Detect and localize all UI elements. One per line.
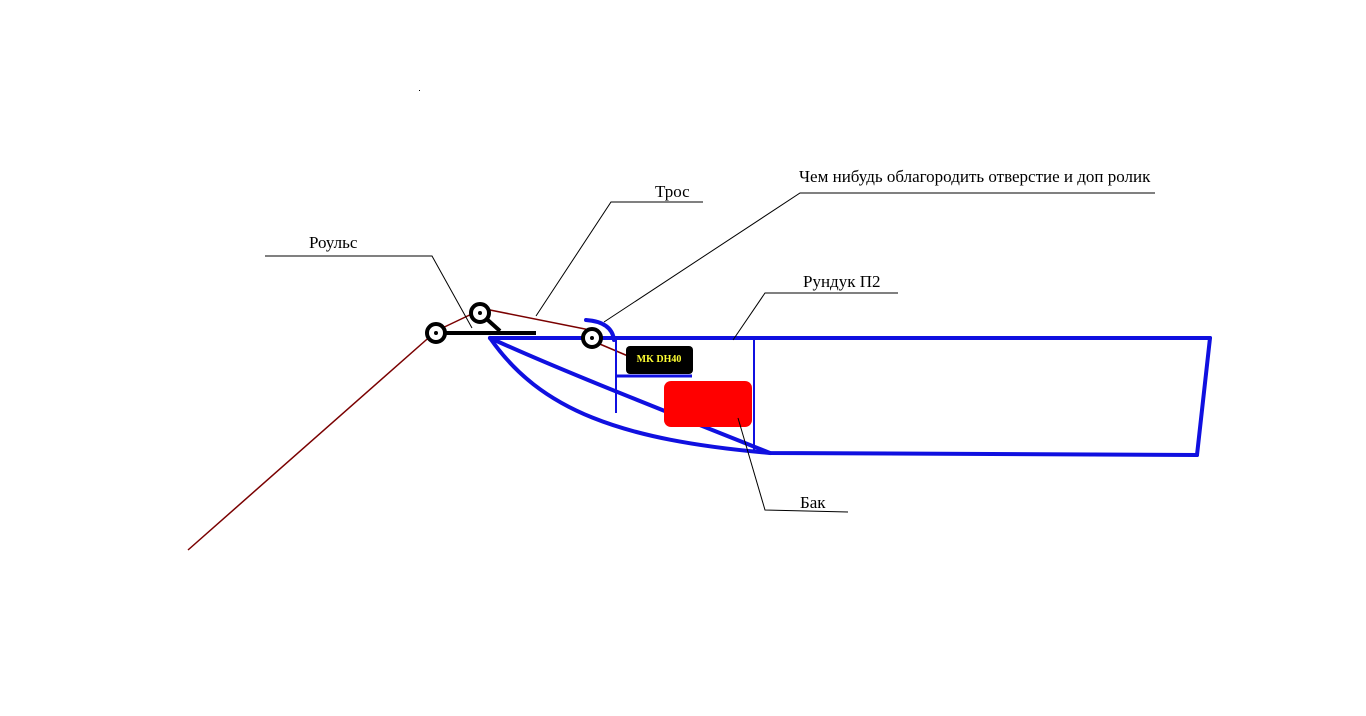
- transom-line: [1195, 336, 1212, 457]
- bow-hook: [584, 318, 616, 342]
- label-roulse: Роульс: [309, 233, 358, 252]
- anchor-cable: [187, 332, 435, 551]
- hull: [488, 318, 1212, 457]
- leader-bak: [737, 417, 849, 513]
- inner-bow-line: [488, 336, 772, 455]
- leader-note: [603, 192, 1155, 323]
- roller-right: [581, 327, 603, 349]
- keel-line: [488, 336, 1199, 457]
- label-note: Чем нибудь облагородить отверстие и доп …: [799, 167, 1151, 186]
- motor-box: [626, 346, 693, 374]
- roller-top: [469, 302, 491, 324]
- leader-roulse: [265, 255, 473, 329]
- label-tros: Трос: [655, 182, 690, 201]
- stray-dot: [419, 90, 420, 91]
- label-rundyk: Рундук П2: [803, 272, 881, 291]
- leader-rundyk: [732, 292, 898, 341]
- roller-left: [425, 322, 447, 344]
- motor-label: MK DH40: [637, 354, 682, 365]
- cable-segment-2: [479, 307, 591, 331]
- leader-lines: [265, 192, 1155, 513]
- fuel-tank: [664, 381, 752, 427]
- leader-tros: [535, 201, 703, 317]
- label-bak: Бак: [800, 493, 826, 512]
